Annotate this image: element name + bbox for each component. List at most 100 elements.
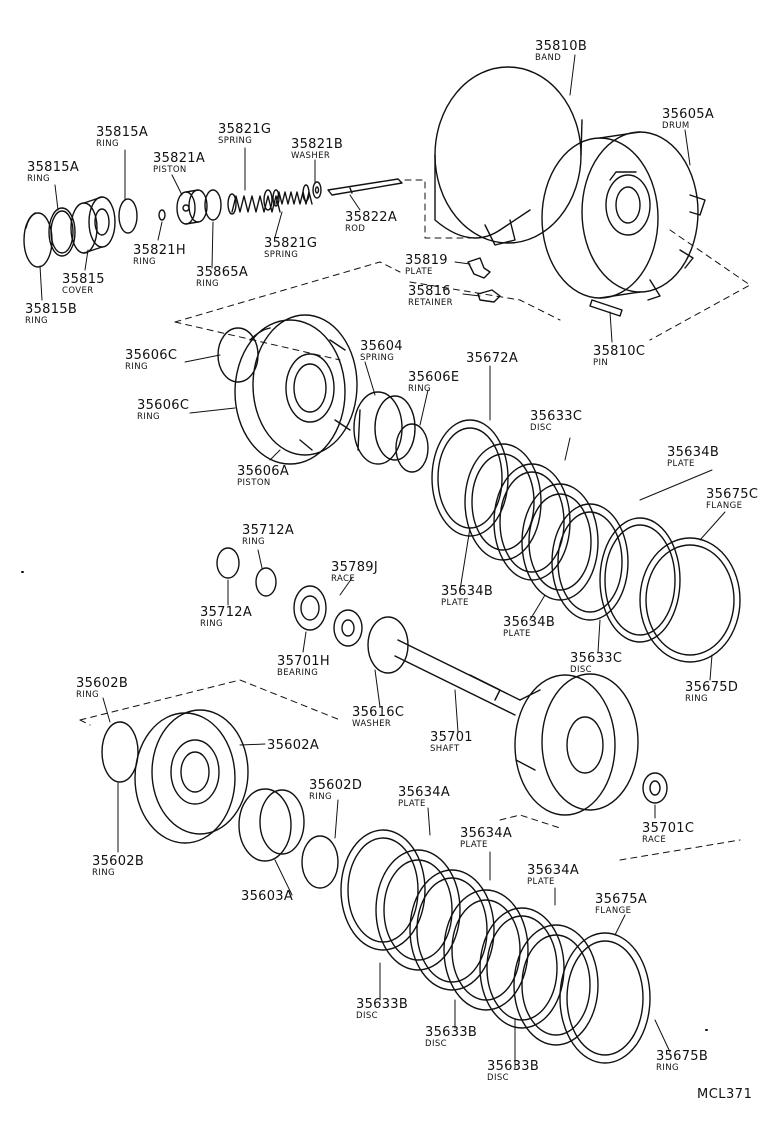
callout-35822a: 35822A ROD [345, 211, 397, 234]
callout-35602d: 35602D RING [309, 779, 362, 802]
callout-35865a: 35865A RING [196, 266, 248, 289]
part-number: 35606E [408, 370, 460, 385]
part-number: 35634B [503, 615, 556, 630]
clutch-pack-c [431, 419, 741, 663]
part-name: RING [137, 412, 160, 422]
part-number: 35633C [530, 409, 583, 424]
rear-clutch-piston [134, 709, 249, 844]
part-name: RING [408, 384, 431, 394]
bearing-race [333, 609, 363, 647]
part-name: WASHER [291, 151, 331, 161]
diagram-code: MCL371 [697, 1087, 753, 1102]
callout-35810c: 35810C PIN [593, 345, 645, 368]
callout-35604: 35604 SPRING [360, 340, 403, 363]
part-number: 35606C [125, 348, 178, 363]
callout-35821g-bottom: 35821G SPRING [264, 237, 317, 260]
part-number: 35821H [133, 243, 186, 258]
part-number: 35810B [535, 39, 588, 54]
part-number: 35865A [196, 265, 249, 280]
leader-lines [39, 54, 726, 1069]
part-name: SPRING [218, 136, 253, 146]
callout-35634a-3: 35634A PLATE [527, 864, 579, 887]
part-number: 35821G [218, 122, 272, 137]
scan-specks [21, 571, 708, 1031]
callout-35606c-top: 35606C RING [125, 349, 177, 372]
callout-35633b-3: 35633B DISC [487, 1060, 539, 1083]
part-number: 35821G [264, 236, 318, 251]
part-number: 35603A [241, 889, 294, 904]
band-plate [467, 257, 491, 279]
servo-spring-inner [272, 184, 313, 207]
part-name: PLATE [527, 877, 555, 887]
callout-35821g-top: 35821G SPRING [218, 123, 271, 146]
part-name: RING [656, 1063, 679, 1073]
part-name: RING [125, 362, 148, 372]
part-number: 35633C [570, 651, 623, 666]
servo-ring-a-left [48, 207, 76, 257]
part-number: 35821B [291, 137, 344, 152]
part-name: PLATE [460, 840, 488, 850]
callout-35675b: 35675B RING [656, 1050, 708, 1073]
servo-cover [70, 196, 116, 254]
part-name: DISC [530, 423, 552, 433]
assembly-guide-lines [174, 179, 751, 361]
callout-35633c-top: 35633C DISC [530, 410, 582, 433]
callout-35675d: 35675D RING [685, 681, 738, 704]
part-name: PIN [593, 358, 609, 368]
clutch-pack-b [340, 829, 651, 1064]
callout-35821h: 35821H RING [133, 244, 186, 267]
callout-35701h: 35701H BEARING [277, 655, 330, 678]
callout-35701: 35701 SHAFT [430, 731, 473, 754]
callout-35605a: 35605A DRUM [662, 108, 714, 131]
callout-35634a-2: 35634A PLATE [460, 827, 512, 850]
part-number: 35633B [487, 1059, 540, 1074]
servo-cover-ring [23, 212, 53, 268]
servo-piston [176, 189, 208, 225]
callout-35675a: 35675A FLANGE [595, 893, 647, 916]
part-number: 35634B [667, 445, 720, 460]
part-name: SPRING [360, 353, 395, 363]
callout-35819: 35819 PLATE [405, 254, 448, 277]
part-number: 35821A [153, 151, 206, 166]
part-number: 35822A [345, 210, 398, 225]
part-number: 35672A [466, 351, 519, 366]
servo-ring-865a [204, 189, 222, 221]
rear-clutch-snap-ring [301, 835, 339, 889]
piston-outer-ring [217, 327, 259, 383]
callout-35789j: 35789J RACE [331, 561, 378, 584]
callout-35672a: 35672A [466, 352, 518, 366]
part-number: 35815 [62, 272, 105, 287]
part-number: 35701 [430, 730, 473, 745]
part-name: RING [309, 792, 332, 802]
servo-ring-a-top [118, 198, 138, 234]
callout-35712a-top: 35712A RING [242, 524, 294, 547]
part-name: BEARING [277, 668, 319, 678]
part-number: 35602B [76, 676, 129, 691]
part-name: WASHER [352, 719, 392, 729]
part-name: DISC [425, 1039, 447, 1049]
brake-drum [541, 131, 706, 301]
shaft-rings [216, 547, 277, 597]
part-name: PLATE [398, 799, 426, 809]
servo-ring-h [158, 209, 166, 221]
band-retainer [477, 289, 501, 303]
part-number: 35815B [25, 302, 78, 317]
part-number: 35789J [331, 560, 378, 575]
part-number: 35616C [352, 705, 405, 720]
callout-35633b-2: 35633B DISC [425, 1026, 477, 1049]
part-name: PLATE [405, 267, 433, 277]
callout-35815b: 35815B RING [25, 303, 77, 326]
callout-35712a-bottom: 35712A RING [200, 606, 252, 629]
part-number: 35712A [242, 523, 295, 538]
piston-spring [353, 391, 416, 465]
part-name: SHAFT [430, 744, 460, 754]
rear-clutch-spring [238, 788, 305, 862]
part-number: 35810C [593, 344, 646, 359]
part-name: PISTON [237, 478, 271, 488]
part-name: RING [196, 279, 219, 289]
part-number: 35606A [237, 464, 290, 479]
part-name: DISC [487, 1073, 509, 1083]
part-number: 35701H [277, 654, 330, 669]
part-number: 35605A [662, 107, 715, 122]
